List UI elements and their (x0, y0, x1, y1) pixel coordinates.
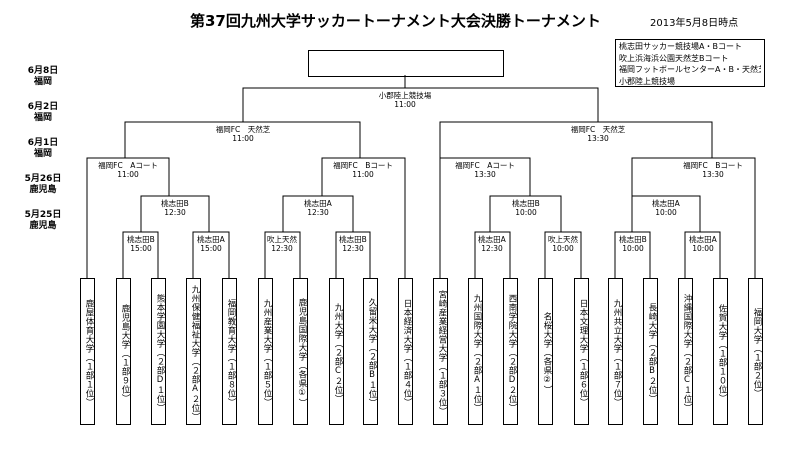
team-box: 佐賀大学（１部１０位） (713, 278, 728, 425)
legend-item: 福岡フットボールセンターA・B・天然芝 (619, 65, 761, 74)
legend-item: 小郡陸上競技場 (619, 76, 675, 86)
date-label-final: 6月8日福岡 (27, 66, 59, 87)
team-box: 九州産業大学（１部５位） (258, 278, 273, 425)
team-box: 九州大学（２部C２位） (329, 278, 344, 425)
team-box: 九州共立大学（１部７位） (608, 278, 623, 425)
page-title: 第37回九州大学サッカートーナメント大会決勝トーナメント (190, 12, 601, 30)
date-label-round1: 5月25日鹿児島 (24, 210, 62, 231)
team-box: 福岡教育大学（１部８位） (222, 278, 237, 425)
date-label-quarterfinal: 6月1日福岡 (27, 138, 59, 159)
venue-legend: 桃志田サッカー競技場A・Bコート 吹上浜海浜公園天然芝Bコート 福岡フットボール… (615, 39, 765, 87)
team-box: 鹿屋体育大学（１部１位） (80, 278, 95, 425)
team-box: 西南学院大学（２部D２位） (503, 278, 518, 425)
team-box: 九州保健福祉大学（２部A２位） (186, 278, 201, 425)
date-label-round2: 5月26日鹿児島 (24, 174, 62, 195)
legend-item: 吹上浜海浜公園天然芝Bコート (619, 53, 729, 63)
team-box: 鹿児島大学（１部９位） (116, 278, 131, 425)
team-box: 鹿児島国際大学（各県①） (293, 278, 308, 425)
legend-item: 桃志田サッカー競技場A・Bコート (619, 42, 742, 51)
team-box: 九州国際大学（２部A１位） (468, 278, 483, 425)
team-box: 熊本学園大学（２部D１位） (151, 278, 166, 425)
date-label-semifinal: 6月2日福岡 (27, 102, 59, 123)
champion-box (308, 50, 504, 77)
team-box: 宮崎産業経営大学（１部３位） (433, 278, 448, 425)
team-box: 沖縄国際大学（２部C１位） (678, 278, 693, 425)
team-box: 福岡大学（１部２位） (748, 278, 763, 425)
team-box: 日本文理大学（１部６位） (574, 278, 589, 425)
as-of-date: 2013年5月8日時点 (650, 18, 739, 29)
team-box: 日本経済大学（１部４位） (398, 278, 413, 425)
team-box: 名桜大学（各県②） (538, 278, 553, 425)
team-box: 長崎大学（２部B２位） (643, 278, 658, 425)
team-box: 久留米大学（２部B１位） (363, 278, 378, 425)
